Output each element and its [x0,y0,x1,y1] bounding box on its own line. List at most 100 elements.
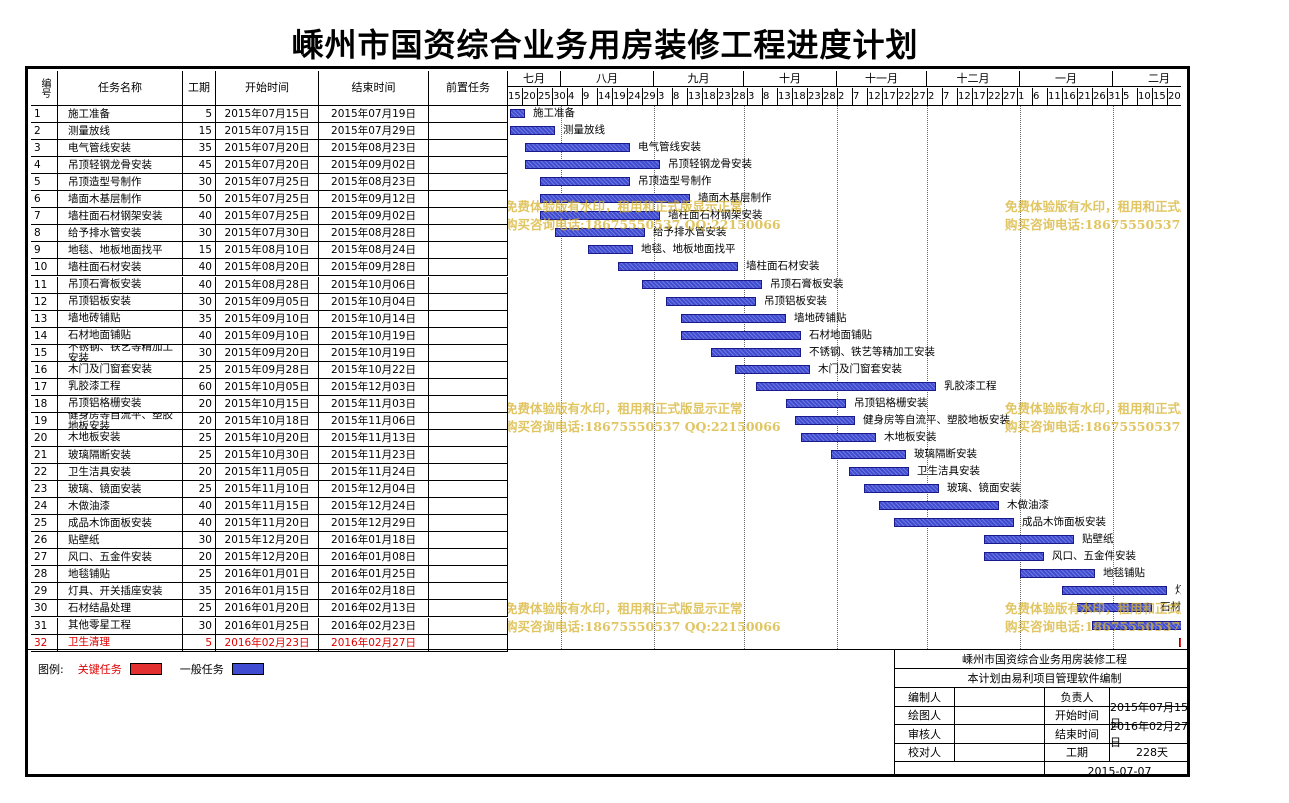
task-pred [429,208,508,225]
task-bar[interactable] [681,330,801,340]
task-bar[interactable] [984,552,1044,562]
task-end: 2015年12月24日 [319,498,429,515]
task-bar[interactable] [525,160,660,170]
task-bar[interactable] [1020,569,1095,579]
day-tick-label: 3 [748,88,763,105]
task-pred [429,378,508,395]
month-header: 十二月 [927,71,1020,87]
task-bar[interactable] [588,245,633,255]
day-tick-label: 24 [628,88,643,105]
timescale-bottom-line [508,105,1181,106]
task-bar[interactable] [831,450,906,459]
task-bar[interactable] [1077,603,1152,613]
task-bar[interactable] [525,143,630,153]
day-tick-label: 1 [1018,88,1033,105]
day-tick-label: 18 [703,88,718,105]
task-bar-label: 成品木饰面板安装 [1022,516,1106,529]
task-bar-label: 电气管线安装 [638,141,701,154]
day-tick-label: 7 [943,88,958,105]
task-no: 17 [31,378,58,395]
task-no: 26 [31,532,58,549]
task-bar[interactable] [801,432,876,442]
day-tick-label: 5 [1123,88,1138,105]
task-start: 2016年01月15日 [216,583,319,600]
task-no: 31 [31,617,58,634]
task-bar[interactable] [540,177,630,187]
task-name: 石材地面铺贴 [58,327,183,344]
day-tick-label: 15 [1153,88,1168,105]
day-tick-label: 27 [913,88,928,105]
day-tick-label: 12 [958,88,973,105]
task-bar[interactable] [666,296,756,306]
day-tick-label: 26 [1093,88,1108,105]
task-bar[interactable] [540,194,690,204]
task-bar[interactable] [681,313,786,323]
task-bar[interactable] [879,501,999,511]
task-end: 2015年08月28日 [319,225,429,242]
task-bar-label: 地毯、地板地面找平 [641,243,736,256]
task-start: 2015年07月25日 [216,191,319,208]
gantt-chart: 七月八月九月十月十一月十二月一月二月三月15202530491419242938… [508,71,1181,649]
task-bar[interactable] [618,262,738,272]
task-bar-label: 墙柱面石材钢架安装 [668,209,763,222]
task-name: 成品木饰面板安装 [58,515,183,532]
task-bar[interactable] [510,126,555,136]
watermark-line1: 免费体验版有水印，租用和正式版显示正常 [1005,199,1181,214]
task-pred [429,481,508,498]
task-pred [429,276,508,293]
task-no: 27 [31,549,58,566]
task-no: 29 [31,583,58,600]
task-dur: 30 [183,532,216,549]
task-end: 2015年09月12日 [319,191,429,208]
task-pred [429,583,508,600]
task-bar[interactable] [756,381,936,391]
task-name: 测量放线 [58,123,183,140]
task-bar[interactable] [795,415,855,425]
task-bar[interactable] [864,484,939,494]
task-end: 2015年10月19日 [319,327,429,344]
task-bar[interactable] [735,364,810,374]
task-start: 2015年09月05日 [216,293,319,310]
task-bar-label: 风口、五金件安装 [1052,550,1136,563]
task-pred [429,515,508,532]
watermark-line2: 购买咨询电话:18675550537 QQ:22150066 [508,619,781,634]
task-bar[interactable] [540,211,660,221]
task-bar[interactable] [1062,586,1167,596]
day-tick-label: 31 [1108,88,1123,105]
task-bar[interactable] [555,228,645,238]
task-bar[interactable] [642,279,762,289]
task-bar[interactable] [894,518,1014,528]
info-value: 2016年02月27日 [1110,720,1187,749]
task-start: 2015年10月20日 [216,429,319,446]
task-dur: 40 [183,498,216,515]
task-bar[interactable] [1092,620,1181,630]
task-bar[interactable] [711,347,801,357]
task-bar[interactable] [1179,637,1181,647]
task-end: 2015年11月23日 [319,447,429,463]
day-tick-label: 16 [1063,88,1078,105]
legend-normal-swatch [231,663,264,675]
task-bar-label: 地毯铺贴 [1103,567,1145,580]
header-dur: 工期 [183,71,216,106]
task-bar[interactable] [849,467,909,477]
task-pred [429,293,508,310]
task-end: 2015年08月23日 [319,140,429,157]
task-bar-label: 石材结晶处理 [1160,601,1181,614]
task-bar[interactable] [786,398,846,408]
task-name: 风口、五金件安装 [58,549,183,566]
legend-critical-label: 关键任务 [77,663,122,676]
task-dur: 20 [183,395,216,412]
task-bar-label: 吊顶石膏板安装 [770,277,844,290]
watermark-line1: 免费体验版有水印，租用和正式版显示正常 [508,401,743,416]
day-tick-label: 8 [763,88,778,105]
task-no: 30 [31,600,58,617]
task-bar[interactable] [510,109,525,118]
task-bar[interactable] [984,535,1074,545]
task-name: 吊顶铝板安装 [58,293,183,310]
